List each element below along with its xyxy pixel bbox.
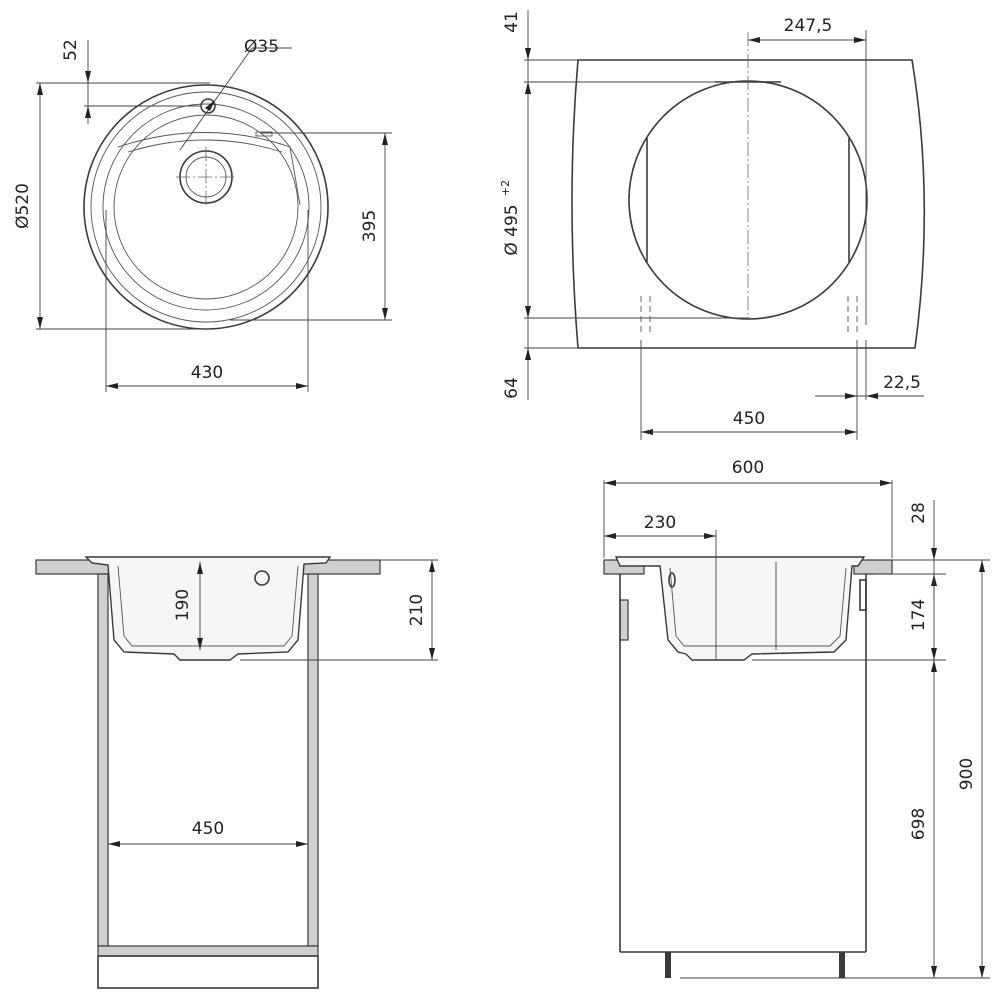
side-section: 600 230 28 174 698 900 (603, 458, 990, 979)
tap-hole (200, 98, 216, 114)
sink-bowl-front (84, 556, 332, 661)
dim-worktop-depth: 600 (732, 458, 764, 478)
front-section: 190 210 450 (35, 556, 438, 989)
sink-inner-rim (90, 91, 322, 323)
top-view: Ø520 52 Ø35 395 430 (13, 37, 392, 392)
side-overflow (668, 572, 676, 588)
dim-cabinet-height: 698 (909, 808, 929, 840)
dim-total-height: 900 (957, 758, 977, 790)
cabinet-left-wall (97, 573, 109, 947)
bowl-outer-edge (102, 103, 310, 311)
dim-bowl-extent: 395 (360, 210, 380, 242)
cabinet-plinth (97, 955, 319, 989)
dim-bowl-depth: 190 (173, 589, 193, 621)
side-worktop-right (853, 559, 893, 575)
cabinet-right-wall (307, 573, 319, 947)
side-clip (859, 579, 867, 611)
dim-overflow-offset: 52 (61, 39, 81, 61)
dim-bottom-offset: 64 (502, 377, 522, 399)
side-bracket (619, 599, 629, 641)
worktop-outline (571, 59, 926, 349)
dim-side-offset: 22,5 (883, 373, 921, 393)
dim-cutout-tolerance: +2 (499, 180, 512, 196)
bowl-inner-edge (113, 114, 299, 300)
sink-bowl-side (614, 556, 866, 661)
dim-total-depth: 210 (407, 594, 427, 626)
dim-tap-hole: Ø35 (244, 37, 279, 57)
bowl-back-ledge-inner (127, 139, 283, 153)
dim-bowl-width: 430 (191, 363, 223, 383)
dim-bowl-offset: 230 (644, 513, 676, 533)
dim-worktop-thickness: 28 (909, 502, 929, 524)
cabinet-bottom (97, 945, 319, 957)
overflow-slot (255, 131, 273, 137)
dim-cutout-diameter: Ø 495 (502, 204, 522, 255)
bowl-back-ledge (117, 132, 301, 206)
dim-top-offset: 41 (502, 11, 522, 33)
overflow-hole (254, 570, 270, 586)
dim-half-width: 247,5 (784, 16, 833, 36)
sink-outer-rim (83, 84, 329, 330)
dim-bowl-height: 174 (909, 599, 929, 631)
dim-cabinet-width-top: 450 (733, 409, 765, 429)
dim-cabinet-width-front: 450 (192, 819, 224, 839)
cutout-view: 41 Ø 495 +2 64 247,5 450 22,5 (499, 10, 926, 440)
dim-outer-diameter: Ø520 (13, 183, 33, 229)
